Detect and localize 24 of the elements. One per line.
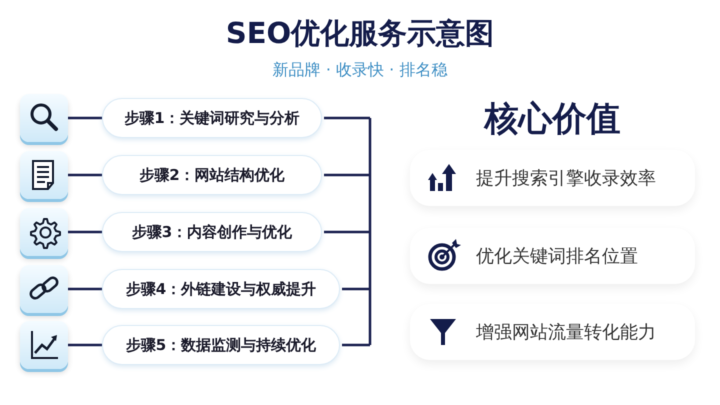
section-heading: 核心价值 bbox=[482, 98, 622, 141]
value-text: 增强网站流量转化能力 bbox=[476, 321, 656, 344]
subtitle: 新品牌 · 收录快 · 排名稳 bbox=[272, 60, 448, 81]
icon-tile bbox=[20, 265, 68, 313]
value-card bbox=[410, 228, 695, 284]
icon-tile bbox=[20, 94, 68, 142]
value-text: 提升搜索引擎收录效率 bbox=[476, 167, 656, 190]
step-pill: 步骤3：内容创作与优化 bbox=[102, 212, 322, 252]
icon-tile bbox=[20, 151, 68, 199]
value-card bbox=[410, 150, 695, 206]
icon-tile bbox=[20, 321, 68, 369]
title: SEO优化服务示意图 bbox=[224, 15, 496, 52]
value-card bbox=[410, 304, 695, 360]
step-pill: 步骤4：外链建设与权威提升 bbox=[102, 269, 340, 309]
icon-tile bbox=[20, 208, 68, 256]
connector-line bbox=[68, 174, 102, 176]
step-pill: 步骤2：网站结构优化 bbox=[102, 155, 322, 195]
step-pill: 步骤5：数据监测与持续优化 bbox=[102, 325, 340, 365]
connector-line bbox=[68, 344, 102, 346]
connector-line bbox=[68, 288, 102, 290]
step-pill: 步骤1：关键词研究与分析 bbox=[102, 98, 322, 138]
connector-line bbox=[68, 230, 102, 234]
value-text: 优化关键词排名位置 bbox=[476, 245, 638, 268]
connector-line bbox=[68, 116, 102, 120]
